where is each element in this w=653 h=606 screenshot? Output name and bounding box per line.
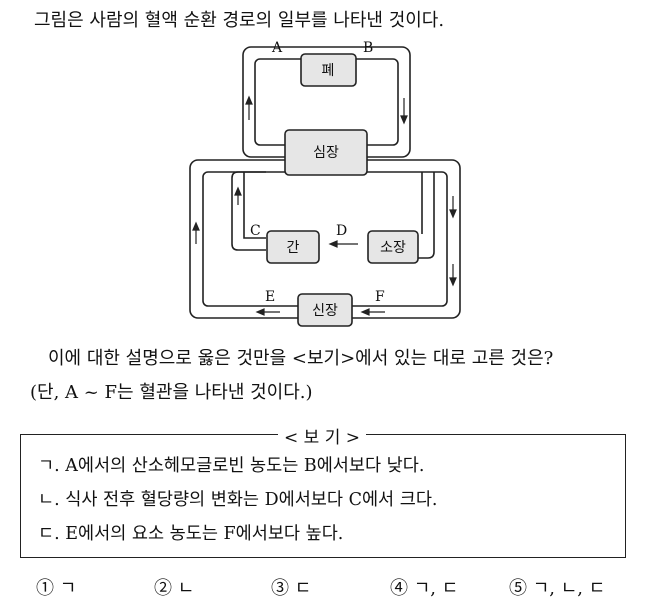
heart-label: 심장 <box>313 145 339 161</box>
vessel-label-b: B <box>363 40 373 56</box>
lung-box <box>300 53 357 87</box>
digestive-loop <box>231 171 435 259</box>
kidney-box <box>297 293 353 327</box>
choice-3[interactable]: ③ ㄷ <box>271 574 311 600</box>
choice-4-number: ④ <box>390 578 408 599</box>
kidney-label: 신장 <box>312 303 338 319</box>
bogi-statement-2: ㄴ. 식사 전후 혈당량의 변화는 D에서보다 C에서 크다. <box>38 490 438 510</box>
answer-choices: ① ㄱ ② ㄴ ③ ㄷ ④ ㄱ, ㄷ ⑤ ㄱ, ㄴ, ㄷ <box>0 574 653 600</box>
choice-2[interactable]: ② ㄴ <box>154 574 194 600</box>
lung-label: 폐 <box>322 63 335 79</box>
vessel-label-d: D <box>336 223 347 239</box>
choice-1-text: ㄱ <box>59 578 77 599</box>
choice-4[interactable]: ④ ㄱ, ㄷ <box>390 574 458 600</box>
vessel-label-e: E <box>265 289 275 305</box>
choice-3-text: ㄷ <box>294 578 312 599</box>
bogi-statement-1: ㄱ. A에서의 산소헤모글로빈 농도는 B에서보다 낮다. <box>38 456 425 476</box>
question-prompt: 이에 대한 설명으로 옳은 것만을 <보기>에서 있는 대로 고른 것은? <box>48 348 554 369</box>
liver-label: 간 <box>287 240 300 256</box>
heart-box <box>284 129 368 176</box>
choice-2-number: ② <box>154 578 172 599</box>
choice-1[interactable]: ① ㄱ <box>36 574 76 600</box>
bogi-title: < 보 기 > <box>278 423 366 448</box>
choice-2-text: ㄴ <box>177 578 195 599</box>
question-note: (단, A ~ F는 혈관을 나타낸 것이다.) <box>30 382 313 403</box>
choice-3-number: ③ <box>271 578 289 599</box>
choice-4-text: ㄱ, ㄷ <box>413 578 459 599</box>
choice-1-number: ① <box>36 578 54 599</box>
choice-5-text: ㄱ, ㄴ, ㄷ <box>532 578 606 599</box>
liver-box <box>266 230 320 264</box>
choice-5[interactable]: ⑤ ㄱ, ㄴ, ㄷ <box>509 574 605 600</box>
small-intestine-box <box>367 230 419 264</box>
blood-circulation-diagram: 폐 심장 간 소장 신장 A B C D E F <box>189 40 461 327</box>
choice-5-number: ⑤ <box>509 578 527 599</box>
vessel-label-a: A <box>271 40 283 56</box>
small-intestine-label: 소장 <box>380 240 406 256</box>
question-stem: 그림은 사람의 혈액 순환 경로의 일부를 나타낸 것이다. <box>34 10 445 31</box>
bogi-statement-3: ㄷ. E에서의 요소 농도는 F에서보다 높다. <box>38 524 344 544</box>
vessel-label-f: F <box>375 289 385 305</box>
vessel-label-c: C <box>250 223 261 239</box>
